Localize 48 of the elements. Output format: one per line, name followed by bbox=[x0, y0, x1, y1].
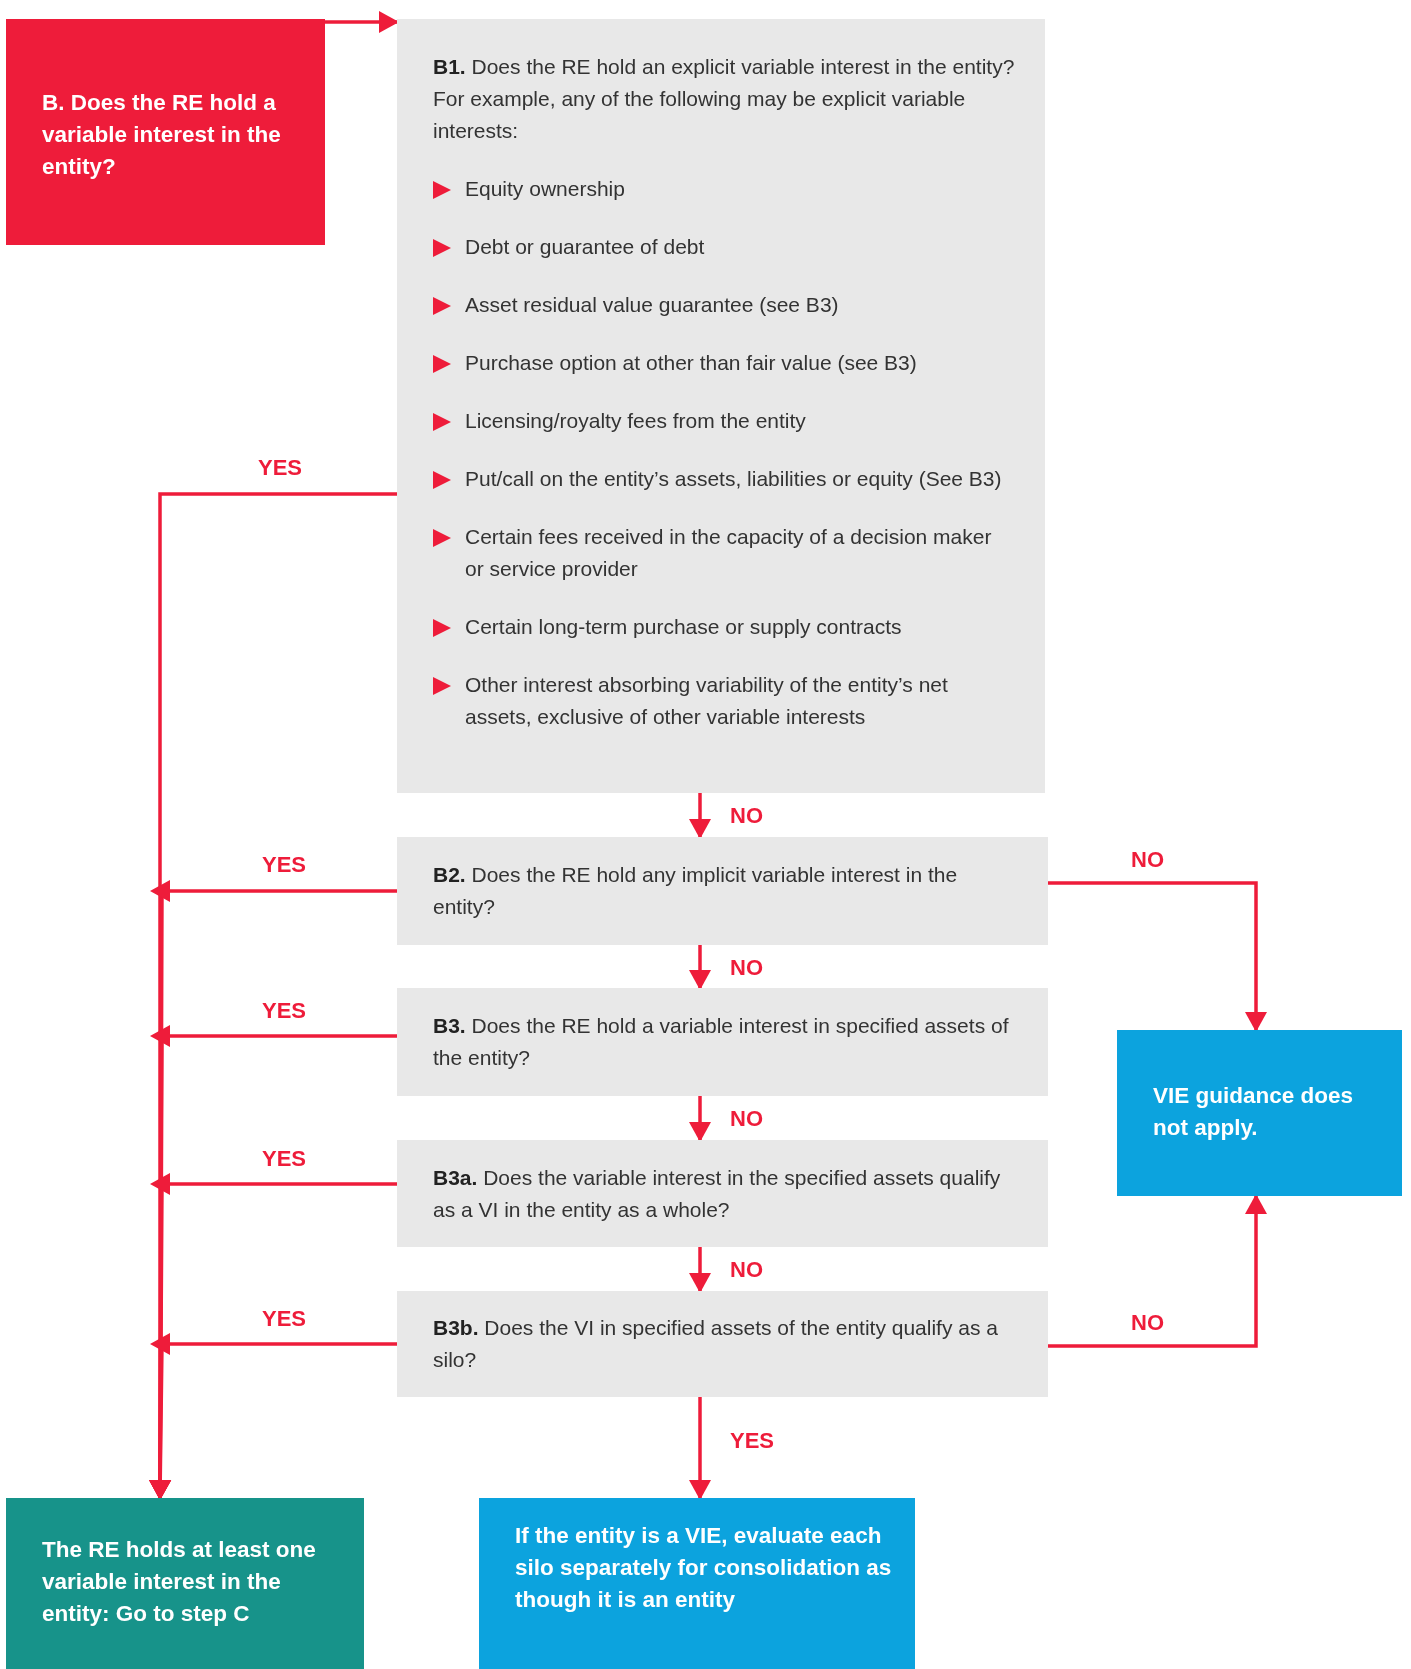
list-item-text: Licensing/royalty fees from the entity bbox=[465, 408, 807, 434]
question-box bbox=[6, 19, 325, 245]
edge-label: YES bbox=[730, 1428, 775, 1454]
edge-label: YES bbox=[262, 1146, 307, 1172]
list-item-text: Asset residual value guarantee (see B3) bbox=[465, 292, 840, 318]
arrow bbox=[689, 945, 711, 990]
list-item-text: Purchase option at other than fair value (see B3) bbox=[465, 350, 918, 376]
arrow bbox=[1048, 1194, 1267, 1348]
list-item-text: Certain fees received in the capacity of a decision maker or service provider bbox=[465, 524, 993, 582]
question-text: B1. Does the RE hold an explicit variable interest in the entity? For example, any of the following may be explicit variable interests: bbox=[433, 54, 1015, 144]
question-box bbox=[397, 19, 1045, 793]
question-box bbox=[397, 1140, 1048, 1247]
list-item-text: Certain long-term purchase or supply contracts bbox=[465, 614, 903, 640]
arrow bbox=[689, 1397, 711, 1500]
edge-label: YES bbox=[262, 998, 307, 1024]
arrow bbox=[689, 793, 711, 839]
question-box bbox=[397, 988, 1048, 1096]
list-item-text: Put/call on the entity’s assets, liabilities or equity (See B3) bbox=[465, 466, 1003, 492]
question-box bbox=[397, 837, 1048, 945]
edge-label: NO bbox=[730, 955, 763, 981]
box-text: The RE holds at least one variable interest in the entity: Go to step C bbox=[42, 1536, 317, 1628]
arrow bbox=[325, 11, 399, 33]
edge-label: YES bbox=[262, 1306, 307, 1332]
outcome-box bbox=[479, 1498, 915, 1669]
edge-label: NO bbox=[730, 803, 763, 829]
edge-label: NO bbox=[730, 1257, 763, 1283]
edge-label: NO bbox=[1131, 1310, 1164, 1336]
question-text: B3. Does the RE hold a variable interest in specified assets of the entity? bbox=[433, 1013, 1010, 1071]
arrow bbox=[689, 1247, 711, 1293]
arrow bbox=[150, 1333, 397, 1499]
list-item-text: Debt or guarantee of debt bbox=[465, 234, 706, 260]
outcome-box bbox=[1117, 1030, 1402, 1196]
question-text: B3b. Does the VI in specified assets of the entity qualify as a silo? bbox=[433, 1315, 999, 1373]
edge-label: YES bbox=[258, 455, 303, 481]
edge-label: NO bbox=[730, 1106, 763, 1132]
question-text: B2. Does the RE hold any implicit variable interest in the entity? bbox=[433, 862, 959, 920]
question-box bbox=[397, 1291, 1048, 1397]
list-item-text: Equity ownership bbox=[465, 176, 626, 202]
edge-label: NO bbox=[1131, 847, 1164, 873]
box-text: If the entity is a VIE, evaluate each silo separately for consolidation as though it is an entity bbox=[515, 1522, 893, 1614]
edge-label: YES bbox=[262, 852, 307, 878]
arrow bbox=[689, 1096, 711, 1142]
box-text: B. Does the RE hold a variable interest in the entity? bbox=[42, 89, 282, 181]
arrow bbox=[1048, 881, 1267, 1032]
outcome-box bbox=[6, 1498, 364, 1669]
list-item-text: Other interest absorbing variability of the entity’s net assets, exclusive of other variable interests bbox=[465, 672, 949, 730]
box-text: VIE guidance does not apply. bbox=[1153, 1082, 1355, 1142]
question-text: B3a. Does the variable interest in the specified assets qualify as a VI in the entity as a whole? bbox=[433, 1164, 1002, 1223]
